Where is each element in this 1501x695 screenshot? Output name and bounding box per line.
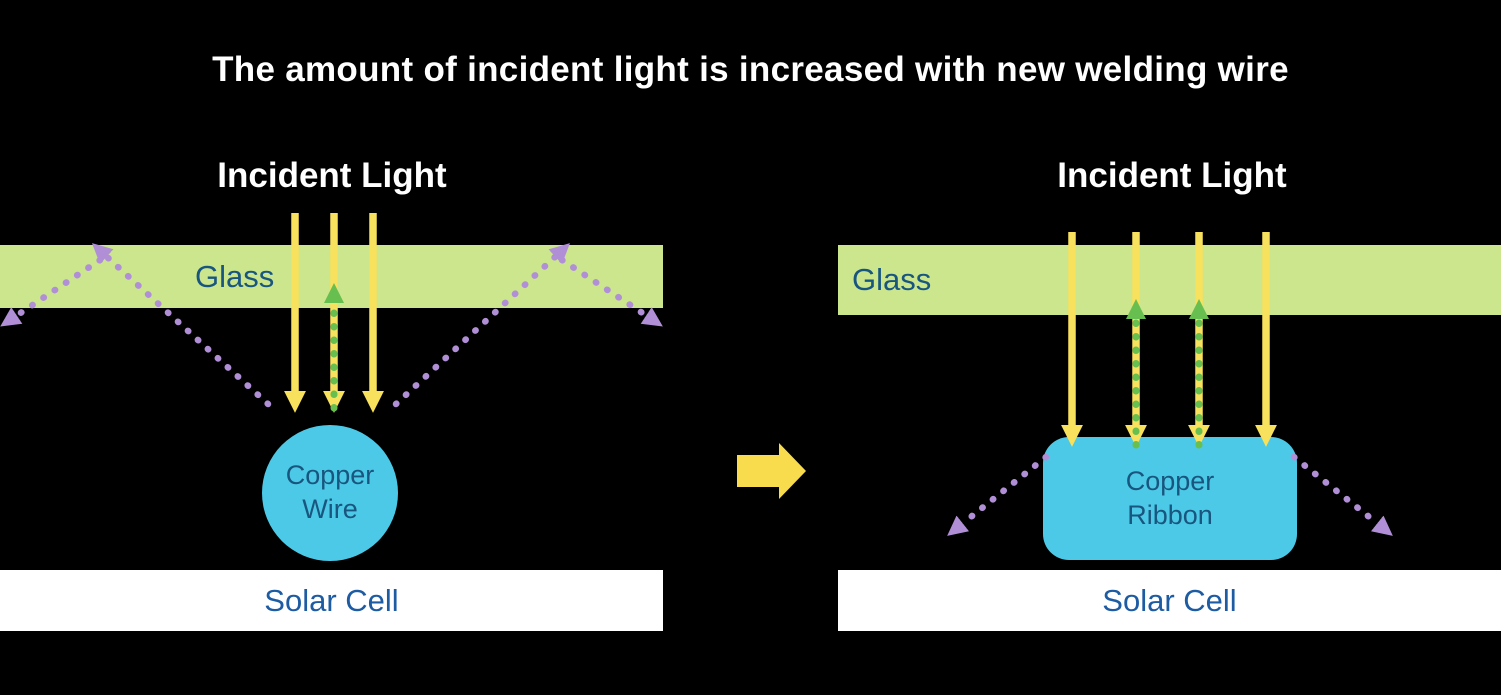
glass-band-right: Glass (838, 245, 1501, 315)
incident-light-label-left: Incident Light (217, 156, 447, 195)
reflected-light-arrows-right (1126, 299, 1209, 449)
copper-wire-label: Copper Wire (285, 460, 375, 524)
solar-cell-label-left: Solar Cell (264, 582, 399, 618)
glass-label-left: Glass (195, 258, 275, 294)
solar-cell-label-right: Solar Cell (1102, 582, 1237, 618)
glass-band-left: Glass (0, 245, 663, 308)
transition-arrow (737, 443, 806, 499)
glass-label-right: Glass (852, 262, 932, 297)
copper-wire-shape: Copper Wire (262, 425, 398, 561)
copper-ribbon-label: Copper Ribbon (1125, 465, 1215, 530)
copper-ribbon-shape: Copper Ribbon (1043, 437, 1297, 560)
scattered-arrow (947, 453, 1050, 536)
scattered-arrow (1290, 453, 1393, 536)
diagram-title: The amount of incident light is increase… (212, 50, 1289, 89)
solar-cell-right: Solar Cell (838, 570, 1501, 631)
solar-cell-left: Solar Cell (0, 570, 663, 631)
incident-light-label-right: Incident Light (1057, 156, 1287, 195)
